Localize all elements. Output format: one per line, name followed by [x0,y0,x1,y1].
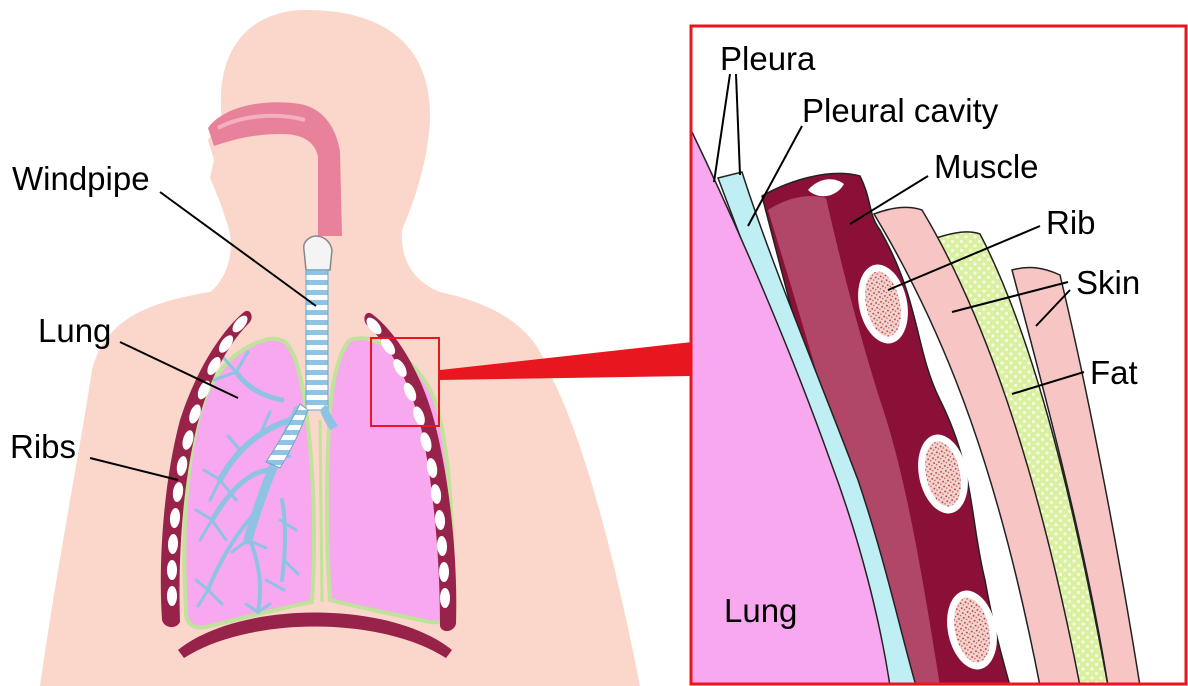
leader-lines [89,73,1085,481]
label-fat: Fat [1090,354,1138,391]
rib-gap [172,482,184,502]
right-rib-gaps [366,317,450,608]
outer-skin-layer [1011,266,1141,684]
label-lung: Lung [38,312,111,349]
rib-gap [207,356,221,376]
rib-gap [182,430,194,450]
rib-gap [380,337,396,355]
zoom-lung-tissue [691,129,891,684]
rib-gap [189,404,201,424]
rib-gap [403,382,417,402]
rib-gap [169,508,181,528]
label-skin: Skin [1076,264,1140,301]
rib-leader [887,225,1041,291]
rib-gap [232,315,248,333]
rib-gap [176,456,188,476]
label-muscle: Muscle [934,148,1039,185]
rib-gap [413,406,425,426]
rib-gap [197,380,211,400]
label-ribs: Ribs [10,428,76,465]
rib-gap [167,586,177,606]
pleura-leader-1 [713,73,731,183]
nasal-passage [208,102,342,236]
rib-gap [434,510,446,530]
ribs-leader [89,457,179,481]
right-main-bronchus [320,404,338,430]
rib-gap [436,536,448,556]
rib-sections [858,264,997,670]
rib-gap [393,358,407,378]
pleura-leader-2 [735,73,741,176]
inner-skin-layer [872,206,1081,684]
rib-gap [218,335,234,353]
rib-gap [366,317,382,335]
muscle-notch [808,179,844,197]
lung-leader [119,341,239,399]
label-windpipe: Windpipe [12,160,150,197]
label-pleural-cavity: Pleural cavity [802,92,999,129]
rib-gap [439,562,449,582]
skin-leader-2 [1035,289,1071,327]
rib-gap [420,432,432,452]
left-rib-gaps [167,315,248,606]
diaphragm [178,612,452,658]
zoom-wedge [440,342,692,380]
muscle-leader [849,175,929,225]
rib-gap [430,484,442,504]
larynx [303,235,333,271]
skin-leader-1 [951,281,1069,313]
zoom-panel-border [689,24,1188,686]
zoom-region-marker [370,337,440,427]
label-zoom-lung: Lung [724,592,797,629]
trachea-tube [305,269,329,411]
pleural-cavity-leader [747,125,803,227]
rib-gap [167,534,179,554]
muscle-highlight [768,196,940,684]
left-main-bronchus [265,403,309,469]
mediastinum-line [318,419,324,603]
label-pleura: Pleura [720,40,816,77]
trachea [265,235,338,469]
rib-gap [426,458,438,478]
rib-gap [167,560,177,580]
zoom-panel [691,26,1186,684]
fat-leader [1011,371,1085,395]
windpipe-leader [159,191,317,307]
labels: Windpipe Lung Ribs Pleura Pleural cavity… [10,40,1140,629]
rib-cage [160,310,457,658]
label-rib: Rib [1046,204,1096,241]
rib-gap [440,588,450,608]
